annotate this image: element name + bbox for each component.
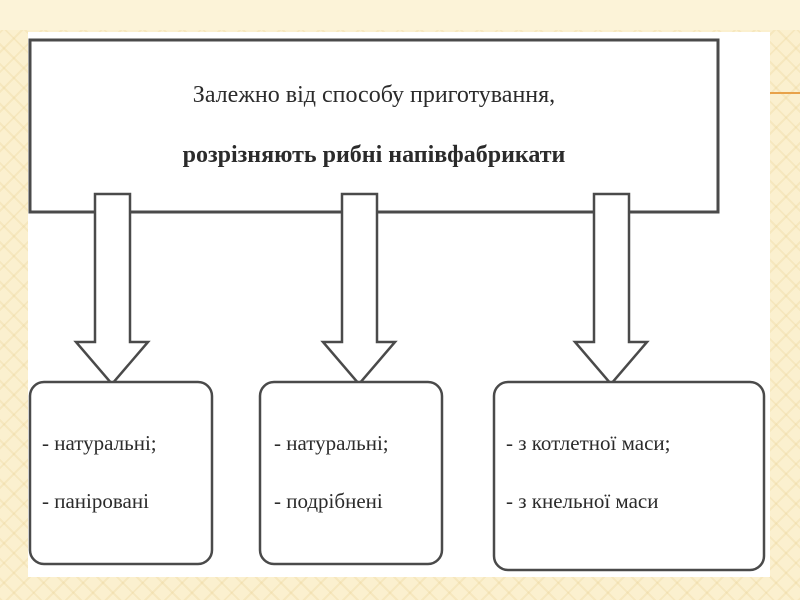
category-box-1 xyxy=(28,380,214,566)
category-box-2-line-2: - подрібнені xyxy=(274,489,383,513)
category-box-1-line-2: - паніровані xyxy=(42,489,149,513)
category-box-2-line-1: - натуральні; xyxy=(274,431,389,455)
category-box-1-line-1: - натуральні; xyxy=(42,431,157,455)
slide-content: Залежно від способу приготування, розріз… xyxy=(28,32,770,577)
header-line-2: розрізняють рибні напівфабрикати xyxy=(183,142,566,168)
arrow-down-icon xyxy=(73,192,151,386)
category-box-3-line-2: - з кнельної маси xyxy=(506,489,658,513)
category-box-3 xyxy=(492,380,766,572)
arrow-down-icon xyxy=(572,192,650,386)
category-box-3-line-1: - з котлетної маси; xyxy=(506,431,670,455)
arrow-down-icon xyxy=(320,192,398,386)
header-box xyxy=(28,38,720,214)
top-band xyxy=(0,0,800,30)
header-line-1: Залежно від способу приготування, xyxy=(193,82,555,108)
accent-line xyxy=(770,92,800,94)
category-box-2 xyxy=(258,380,444,566)
diagram: Залежно від способу приготування, розріз… xyxy=(28,38,766,572)
